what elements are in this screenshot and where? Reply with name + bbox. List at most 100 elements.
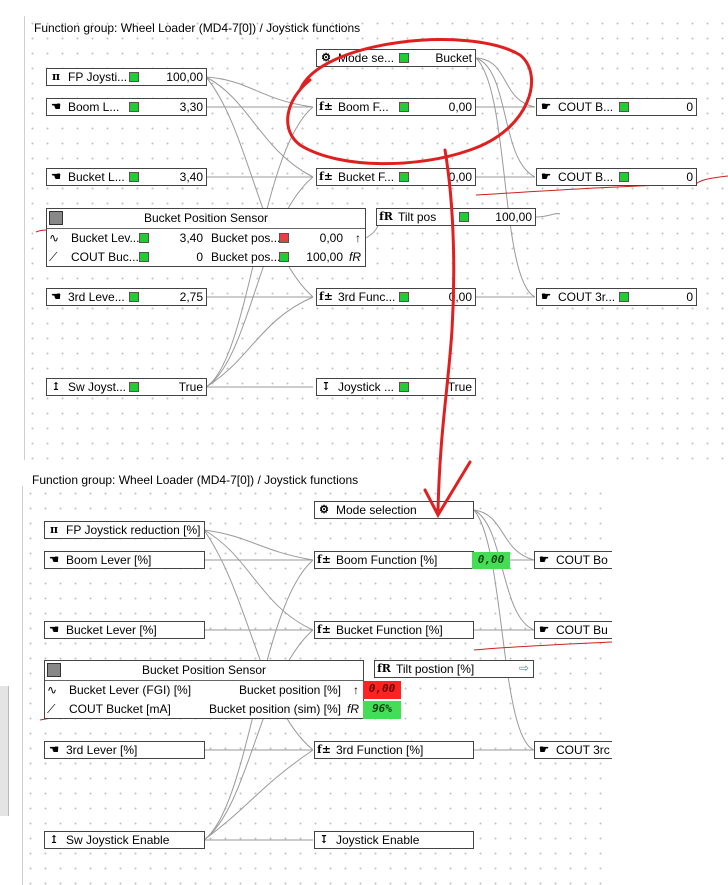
annotation-circle (286, 38, 534, 166)
status-indicator (129, 382, 139, 392)
output-arrow-icon: ↑ (353, 683, 359, 697)
bottom-sw-joystick-block[interactable]: ↥ Sw Joystick Enable (44, 831, 205, 849)
top-boom-function-block[interactable]: f± Boom F... 0,00 (316, 98, 476, 116)
lever-hand-icon: ☚ (49, 553, 59, 566)
bottom-bucket-position-sensor[interactable]: Bucket Position Sensor ∿ Bucket Lever (F… (44, 660, 364, 719)
sensor-row-1: ∿ Bucket Lever (FGI) [%] Bucket position… (47, 683, 359, 697)
wave-icon: ∿ (49, 231, 60, 245)
status-indicator (129, 172, 139, 182)
wave-icon: ∿ (47, 683, 58, 697)
bottom-boom-function-block[interactable]: f± Boom Function [%] (314, 551, 474, 569)
sensor-row-2: ⟋ COUT Buc... 0 Bucket pos... 100,00 fR (49, 250, 361, 264)
bottom-bucket-function-block[interactable]: f± Bucket Function [%] (314, 621, 474, 639)
function-f-icon: f± (319, 100, 333, 113)
top-panel-title: Function group: Wheel Loader (MD4-7[0]) … (34, 21, 361, 35)
top-cout-bucket-block[interactable]: ☛ COUT B... 0 (536, 168, 697, 186)
status-indicator (129, 292, 139, 302)
sensor-title: Bucket Position Sensor (143, 211, 269, 225)
top-sw-joystick-block[interactable]: ↥ Sw Joyst... True (46, 378, 207, 396)
top-bucket-lever-block[interactable]: ☚ Bucket L... 3,40 (46, 168, 207, 186)
function-f-icon: f± (317, 743, 331, 756)
bucket-position-handwritten-note: 0,00 (363, 681, 401, 699)
status-indicator (129, 102, 139, 112)
annotation-arrow-head (423, 460, 472, 519)
function-fr-icon: fR (347, 702, 359, 716)
function-fr-icon: fR (379, 210, 393, 223)
status-indicator (399, 382, 409, 392)
output-hand-icon: ☛ (539, 623, 549, 636)
status-indicator (399, 53, 409, 63)
status-indicator (399, 172, 409, 182)
lever-hand-icon: ☚ (51, 100, 61, 113)
output-hand-icon: ☛ (539, 743, 549, 756)
bottom-diagram-panel: Function group: Wheel Loader (MD4-7[0]) … (0, 466, 612, 885)
boom-function-handwritten-note: 0,00 (472, 552, 510, 569)
bottom-cout-third-block[interactable]: ☛ COUT 3rc (534, 741, 612, 759)
lever-hand-icon: ☚ (49, 623, 59, 636)
output-hand-icon: ☛ (541, 100, 551, 113)
top-bucket-position-sensor[interactable]: Bucket Position Sensor ∿ Bucket Lev... 3… (46, 208, 366, 267)
top-diagram-panel: Function group: Wheel Loader (MD4-7[0]) … (24, 16, 728, 460)
top-third-lever-block[interactable]: ☚ 3rd Leve... 2,75 (46, 288, 207, 306)
bucket-position-sim-handwritten-note: 96% (363, 701, 401, 719)
ramp-icon: ⟋ (47, 702, 56, 716)
function-fr-icon: fR (349, 250, 361, 264)
function-f-icon: f± (319, 290, 333, 303)
vertical-scrollbar[interactable] (0, 686, 9, 816)
bottom-cout-boom-block[interactable]: ☛ COUT Bo (534, 551, 612, 569)
status-indicator (399, 102, 409, 112)
bottom-panel-title: Function group: Wheel Loader (MD4-7[0]) … (32, 473, 359, 487)
pi-icon: π (51, 70, 61, 83)
sensor-row-1: ∿ Bucket Lev... 3,40 Bucket pos... 0,00 … (49, 231, 361, 245)
output-arrow-icon: ↑ (355, 231, 361, 245)
sensor-row-2: ⟋ COUT Bucket [mA] Bucket position (sim)… (47, 702, 359, 716)
top-third-function-block[interactable]: f± 3rd Func... 0,00 (316, 288, 476, 306)
mode-icon: ⚙ (319, 503, 329, 516)
annotation-arrow-line (436, 148, 456, 512)
mode-icon: ⚙ (321, 51, 331, 64)
bottom-joystick-enable-block[interactable]: ↧ Joystick Enable (314, 831, 474, 849)
enable-icon: ↧ (319, 833, 329, 846)
function-f-icon: f± (317, 623, 331, 636)
status-indicator (619, 102, 629, 112)
top-cout-third-block[interactable]: ☛ COUT 3r... 0 (536, 288, 697, 306)
module-icon (47, 663, 61, 677)
top-bucket-function-block[interactable]: f± Bucket F... 0,00 (316, 168, 476, 186)
bottom-bucket-lever-block[interactable]: ☚ Bucket Lever [%] (44, 621, 205, 639)
status-indicator (459, 212, 469, 222)
top-cout-boom-block[interactable]: ☛ COUT B... 0 (536, 98, 697, 116)
status-indicator (619, 172, 629, 182)
pi-icon: π (49, 523, 59, 536)
status-indicator (399, 292, 409, 302)
bottom-boom-lever-block[interactable]: ☚ Boom Lever [%] (44, 551, 205, 569)
lever-hand-icon: ☚ (51, 170, 61, 183)
status-indicator (619, 292, 629, 302)
bottom-fp-joystick-block[interactable]: π FP Joystick reduction [%] (44, 521, 205, 539)
ramp-icon: ⟋ (49, 250, 58, 264)
function-fr-icon: fR (377, 662, 391, 675)
status-indicator (129, 72, 139, 82)
bottom-third-lever-block[interactable]: ☚ 3rd Lever [%] (44, 741, 205, 759)
switch-icon: ↥ (51, 380, 61, 393)
sensor-title: Bucket Position Sensor (141, 663, 267, 677)
lever-hand-icon: ☚ (51, 290, 61, 303)
bottom-cout-bucket-block[interactable]: ☛ COUT Bu (534, 621, 612, 639)
lever-hand-icon: ☚ (49, 743, 59, 756)
bottom-third-function-block[interactable]: f± 3rd Function [%] (314, 741, 474, 759)
top-joystick-enable-block[interactable]: ↧ Joystick ... True (316, 378, 476, 396)
enable-icon: ↧ (321, 380, 331, 393)
module-icon (49, 211, 63, 225)
top-boom-lever-block[interactable]: ☚ Boom L... 3,30 (46, 98, 207, 116)
function-f-icon: f± (319, 170, 333, 183)
top-mode-selection-block[interactable]: ⚙ Mode se... Bucket (316, 49, 476, 67)
output-hand-icon: ☛ (541, 290, 551, 303)
top-tilt-position-block[interactable]: fR Tilt pos 100,00 (376, 208, 536, 226)
output-hand-icon: ☛ (541, 170, 551, 183)
top-fp-joystick-block[interactable]: π FP Joysti... 100,00 (46, 68, 207, 86)
output-hand-icon: ☛ (539, 553, 549, 566)
arrow-right-icon: ⇨ (518, 661, 529, 675)
function-f-icon: f± (317, 553, 331, 566)
switch-icon: ↥ (49, 833, 59, 846)
bottom-tilt-position-block[interactable]: fR Tilt postion [%] ⇨ (374, 660, 534, 678)
